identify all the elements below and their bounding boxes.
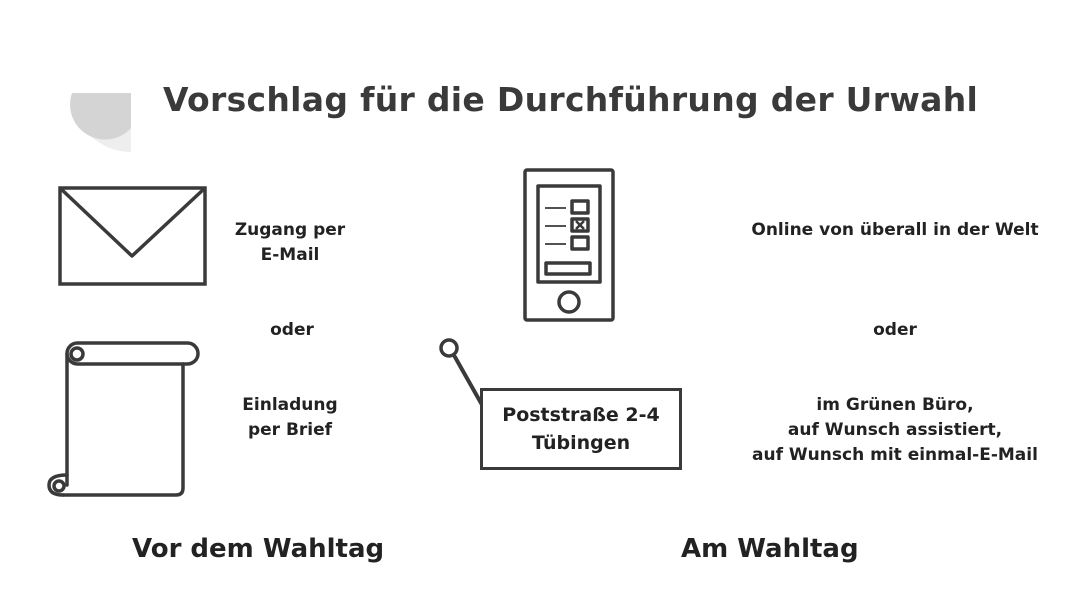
- office-address-sign: Poststraße 2-4 Tübingen: [480, 388, 682, 470]
- quarter-circle-decoration-icon: [70, 93, 131, 152]
- online-voting-label: Online von überall in der Welt: [751, 220, 1039, 240]
- or-label-election-day: oder: [873, 320, 917, 340]
- page-title: Vorschlag für die Durchführung der Urwah…: [163, 80, 979, 119]
- green-office-label: im Grünen Büro, auf Wunsch assistiert, a…: [752, 395, 1038, 465]
- or-label-before: oder: [270, 320, 314, 340]
- office-address-text: Poststraße 2-4 Tübingen: [502, 404, 660, 454]
- before-election-day-heading: Vor dem Wahltag: [132, 534, 385, 564]
- election-day-heading: Am Wahltag: [681, 534, 859, 564]
- email-access-label: Zugang per E-Mail: [234, 220, 346, 265]
- letter-scroll-icon: [47, 341, 200, 497]
- smartphone-ballot-icon: [523, 168, 615, 322]
- letter-invitation-label: Einladung per Brief: [242, 395, 338, 440]
- envelope-icon: [58, 186, 207, 286]
